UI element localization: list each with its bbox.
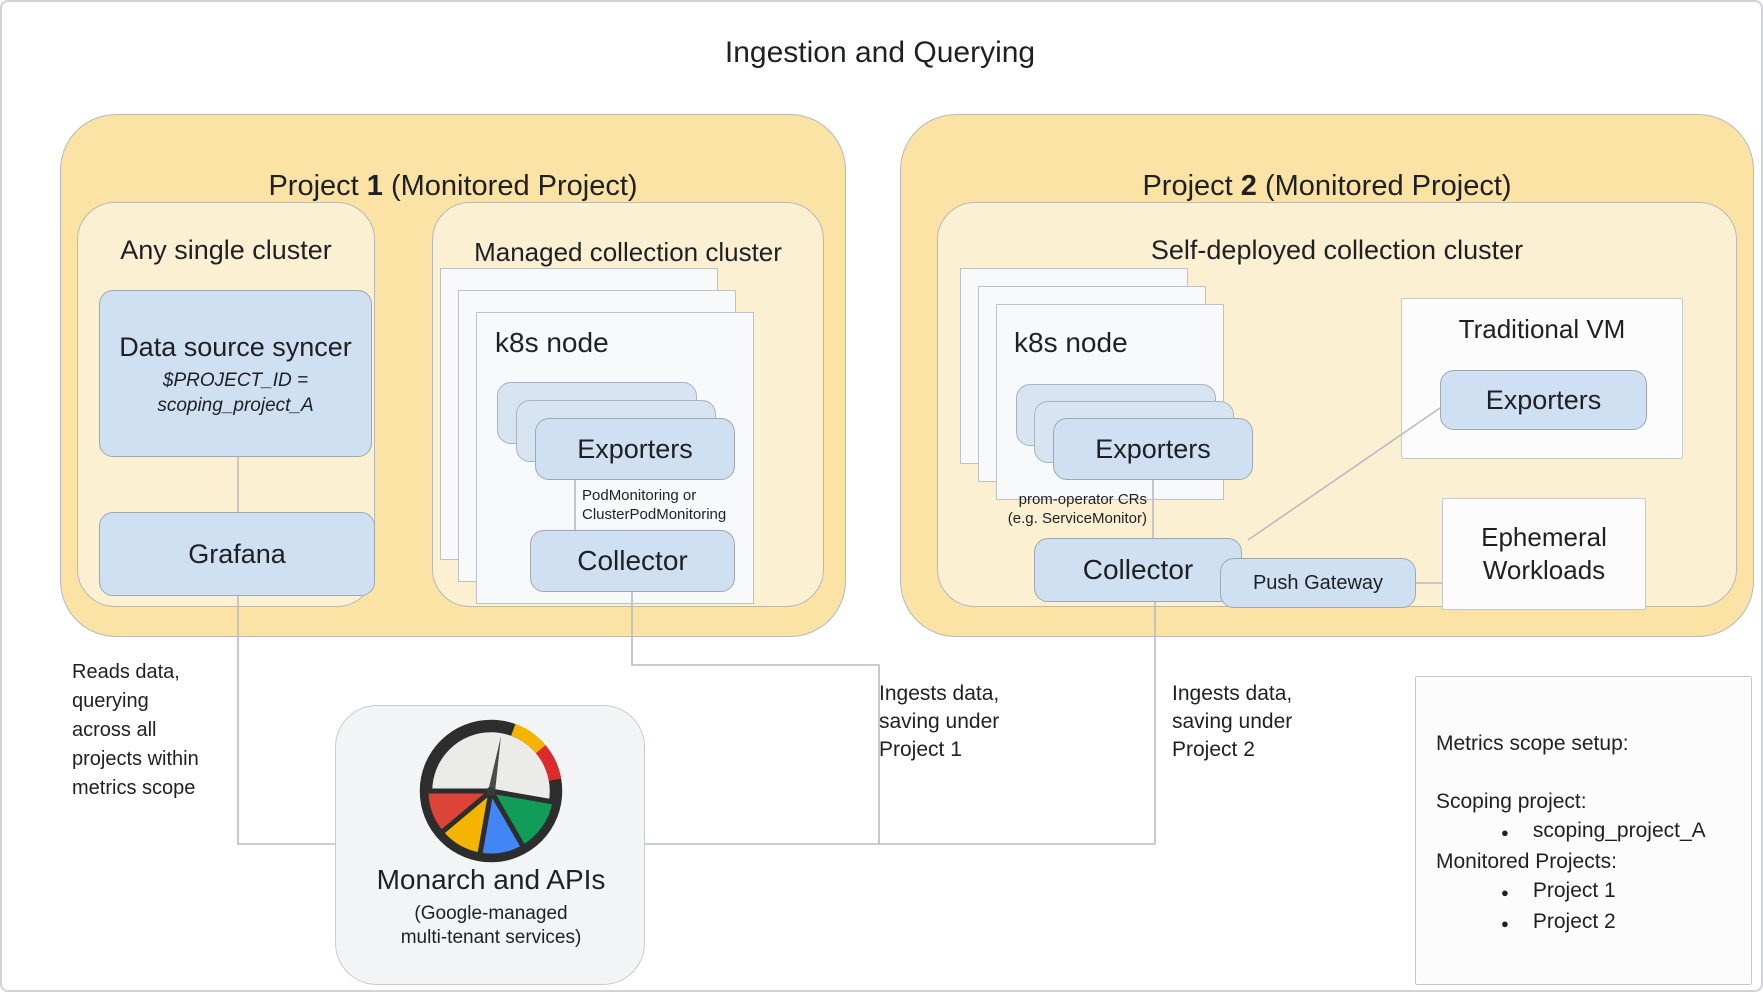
p2-k8s-node-label: k8s node	[1014, 327, 1128, 358]
diagram-title: Ingestion and Querying	[724, 36, 1036, 69]
reads-annotation-line5: metrics scope	[72, 777, 196, 799]
self-deployed-cluster-title: Self-deployed collection cluster	[1150, 235, 1524, 265]
ingests1-line2: saving under	[879, 710, 1000, 733]
project2-header: Project 2 (Monitored Project)	[900, 170, 1754, 203]
monarch-subtitle: (Google-managed multi-tenant services)	[336, 902, 646, 950]
traditional-vm-exporters-box: Exporters	[1440, 370, 1647, 430]
syncer-project-id-note-line1: $PROJECT_ID =	[162, 369, 309, 391]
podmonitoring-note-line2: ClusterPodMonitoring	[582, 506, 727, 523]
ingests2-line2: saving under	[1172, 710, 1293, 733]
project2-header-prefix: Project	[1142, 170, 1241, 202]
monarch-box: Monarch and APIs (Google-managed multi-t…	[335, 705, 645, 985]
project1-header-suffix: (Monitored Project)	[382, 170, 638, 202]
bullet-icon: ●	[1501, 885, 1509, 900]
metrics-scope-panel: Metrics scope setup: Scoping project: ● s…	[1415, 676, 1752, 985]
p1-k8s-node-label: k8s node	[495, 327, 609, 358]
ingests2-line1: Ingests data,	[1172, 682, 1293, 705]
monitored-project-item-1: ● Project 1	[1436, 876, 1751, 907]
reads-annotation-line4: projects within	[72, 748, 199, 770]
data-source-syncer-box: Data source syncer $PROJECT_ID = scoping…	[99, 290, 372, 457]
reads-annotation-line1: Reads data,	[72, 661, 180, 683]
managed-collection-cluster-title: Managed collection cluster	[474, 237, 782, 267]
bullet-icon: ●	[1501, 825, 1509, 840]
syncer-project-id-note-line2: scoping_project_A	[157, 394, 314, 416]
project1-header: Project 1 (Monitored Project)	[60, 170, 846, 203]
traditional-vm-title: Traditional VM	[1458, 314, 1626, 344]
prom-operator-note-line2: (e.g. ServiceMonitor)	[1007, 510, 1147, 527]
reads-data-annotation: Reads data, querying across all projects…	[72, 658, 272, 803]
grafana-box: Grafana	[99, 512, 375, 596]
ingests1-line1: Ingests data,	[879, 682, 1000, 705]
project1-header-prefix: Project	[268, 170, 367, 202]
any-single-cluster-title: Any single cluster	[120, 235, 332, 265]
gauge-icon	[416, 716, 566, 866]
prom-operator-note-line1: prom-operator CRs	[1018, 491, 1147, 508]
scoping-project-value: scoping_project_A	[1532, 819, 1706, 842]
p1-collector-box: Collector	[530, 530, 735, 592]
ephemeral-workloads-line1: Ephemeral	[1481, 522, 1607, 552]
reads-annotation-line2: querying	[72, 690, 149, 712]
scoping-project-item: ● scoping_project_A	[1436, 816, 1751, 847]
metrics-scope-title: Metrics scope setup:	[1436, 732, 1629, 755]
scoping-project-label: Scoping project:	[1436, 790, 1587, 813]
ephemeral-workloads-line2: Workloads	[1482, 555, 1606, 585]
monitored-project-2-value: Project 2	[1532, 910, 1616, 933]
bullet-icon: ●	[1501, 916, 1509, 931]
p1-exporters-box: Exporters	[535, 418, 735, 480]
ingests2-line3: Project 2	[1172, 738, 1255, 761]
reads-annotation-line3: across all	[72, 719, 157, 741]
ingests1-line3: Project 1	[879, 738, 962, 761]
ingests-project2-annotation: Ingests data, saving under Project 2	[1172, 680, 1372, 764]
project2-header-suffix: (Monitored Project)	[1256, 170, 1512, 202]
prom-operator-note: prom-operator CRs (e.g. ServiceMonitor)	[947, 490, 1147, 528]
data-source-syncer-label: Data source syncer	[119, 331, 352, 362]
monitored-project-item-2: ● Project 2	[1436, 907, 1751, 938]
ingests-project1-annotation: Ingests data, saving under Project 1	[879, 680, 1079, 764]
monitored-project-1-value: Project 1	[1532, 879, 1616, 902]
podmonitoring-note-line1: PodMonitoring or	[582, 487, 697, 504]
monitored-projects-label: Monitored Projects:	[1436, 850, 1617, 873]
metrics-scope-spacer	[1436, 758, 1751, 787]
p2-collector-box: Collector	[1034, 538, 1242, 602]
monarch-subtitle-line2: multi-tenant services)	[400, 927, 582, 948]
podmonitoring-note: PodMonitoring or ClusterPodMonitoring	[582, 486, 726, 524]
monarch-title: Monarch and APIs	[376, 864, 606, 895]
p2-exporters-box: Exporters	[1053, 418, 1253, 480]
project1-header-number: 1	[366, 170, 383, 202]
push-gateway-box: Push Gateway	[1220, 558, 1416, 608]
project2-header-number: 2	[1240, 170, 1257, 202]
ephemeral-workloads-box: Ephemeral Workloads	[1442, 498, 1646, 610]
monarch-subtitle-line1: (Google-managed	[414, 903, 568, 924]
